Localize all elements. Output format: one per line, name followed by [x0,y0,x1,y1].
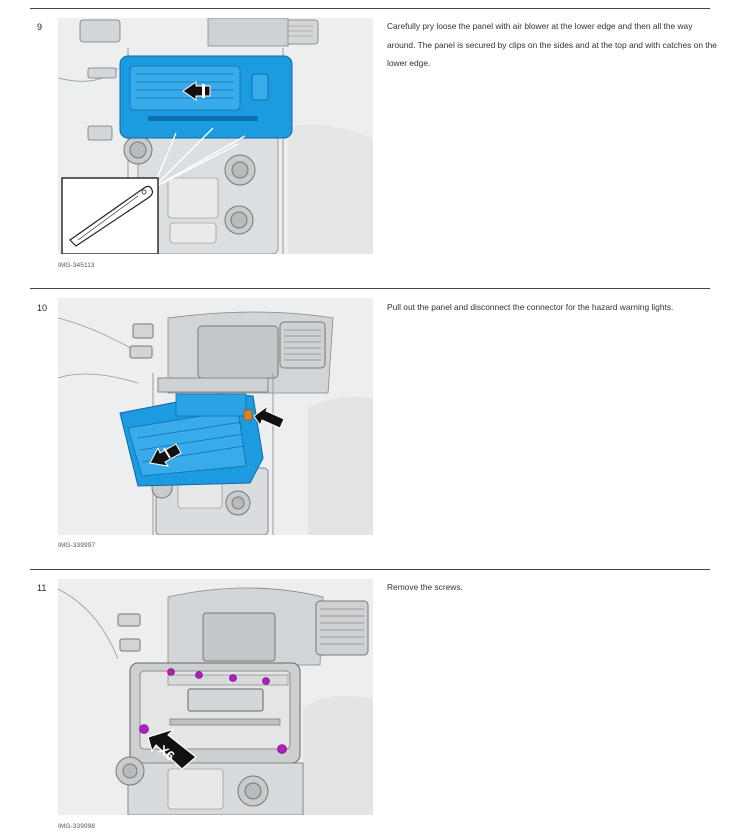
screw-marker [195,671,203,679]
image-caption: IMG-339998 [58,823,96,830]
pull-arrow-icon [149,443,182,467]
highlighted-panel [119,55,293,139]
step-illustration [58,579,373,815]
pull-arrow-icon [182,81,211,101]
step-instruction: Pull out the panel and disconnect the co… [387,302,674,312]
connector-arrow-icon [253,404,285,429]
pry-tool-inset [61,177,159,254]
step-instruction: Remove the screws. [387,582,463,592]
step-instruction: Carefully pry loose the panel with air b… [387,21,717,68]
divider-step-11 [30,569,710,570]
screw-marker [262,677,270,685]
screw-markers [139,668,287,754]
hazard-connector [243,409,253,421]
image-caption: IMG-345113 [58,262,95,269]
step-illustration [58,18,373,254]
divider-top [30,8,710,9]
step-illustration [58,298,373,535]
callout-arrow-icon [147,728,197,770]
screw-marker [167,668,175,676]
step-number: 9 [37,22,43,32]
step-number: 11 [37,583,47,593]
image-caption: IMG-339997 [58,542,96,549]
screw-marker [139,724,149,734]
screw-marker [277,744,287,754]
screw-marker [229,674,237,682]
divider-step-10 [30,288,710,289]
step-number: 10 [37,303,48,313]
